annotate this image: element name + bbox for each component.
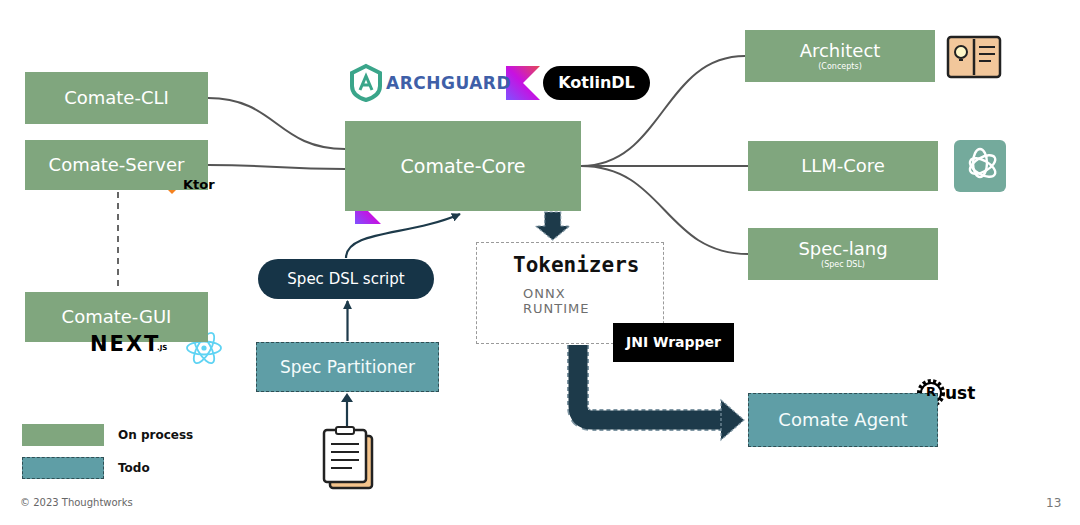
legend-text: On process [118,428,193,442]
kotlin-logo [506,66,540,100]
process-box: Comate Agent [748,393,938,447]
document-arrow [341,393,353,426]
logo-text: Ktor [183,177,215,192]
node-text: JNI Wrapper [626,334,721,351]
connector [347,301,348,341]
legend-swatch [22,457,104,479]
node-text: LLM-Core [801,155,885,177]
connector [536,212,570,240]
node-text: (Spec DSL) [821,260,865,270]
connector [118,192,119,290]
node-text: Comate-Core [400,155,525,178]
process-box: Architect(Concepts) [745,30,935,82]
node-text: Comate-GUI [62,306,172,328]
node-text: KotlinDL [558,73,635,92]
connector [208,165,345,169]
node-text: Spec DSL script [287,270,404,288]
logo-text: .JS [157,344,167,352]
legend-text: Todo [118,461,150,475]
node-text: Architect [800,40,881,62]
process-box: Comate-Server [25,140,208,190]
footer-text: © 2023 Thoughtworks [20,497,133,508]
process-box: Comate-CLI [25,72,208,124]
node-text: Comate-CLI [64,87,169,109]
process-box: LLM-Core [748,141,938,191]
archguard-logo [352,66,380,100]
node-text: Comate Agent [778,409,907,431]
logo-text: R [926,384,936,399]
logo-text: ARCHGUARD [386,73,511,93]
node-text: Comate-Server [49,154,185,176]
process-box: Comate-Core [345,121,581,211]
connector [346,214,460,258]
book-icon [948,37,1000,77]
page-number: 13 [1046,496,1061,510]
logo-text: NEXT [90,332,160,356]
process-box: KotlinDL [543,66,650,100]
logo-text: ust [945,383,975,403]
legend-swatch [22,424,104,446]
connector [581,166,748,254]
node-text: Tokenizers [513,253,639,277]
node-text: Spec-lang [798,238,887,260]
document-icon [324,427,372,488]
node-text: ONNX RUNTIME [523,287,593,317]
node-text: Spec Partitioner [280,357,415,377]
process-box: Spec Partitioner [256,342,439,392]
process-box: Spec-lang(Spec DSL) [748,228,938,280]
node-text: (Concepts) [818,62,862,72]
connector [581,166,748,167]
process-box: Spec DSL script [258,259,434,299]
openai-logo [954,140,1006,192]
connector [208,98,345,149]
process-box: JNI Wrapper [613,323,734,362]
